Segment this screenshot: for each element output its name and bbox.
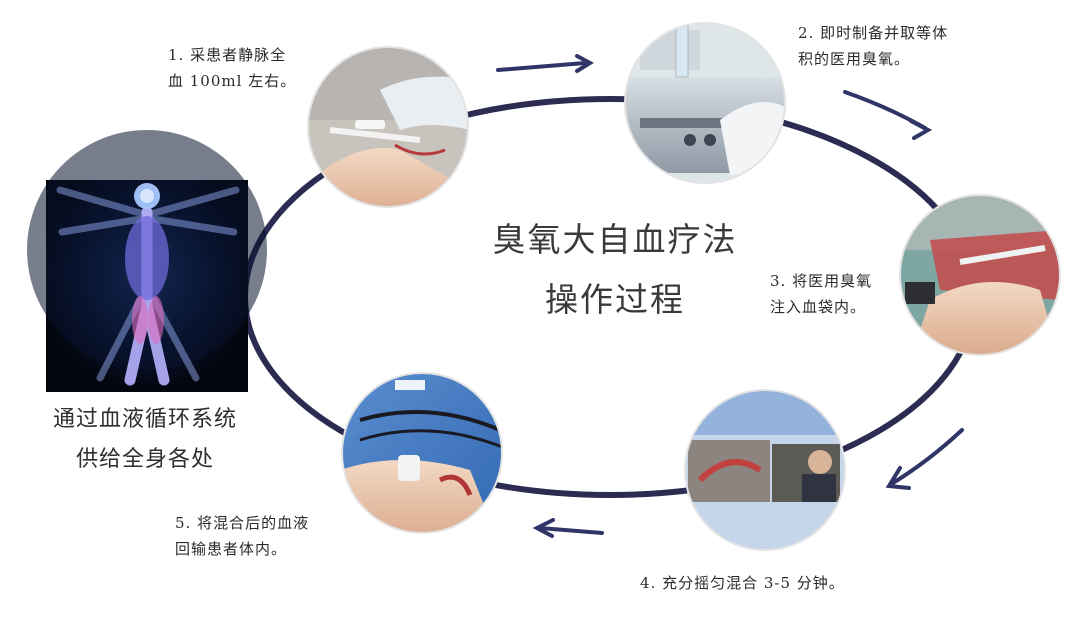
- step-2-label: 2. 即时制备并取等体 积的医用臭氧。: [798, 24, 949, 68]
- arrow-3-to-4-head: [885, 466, 911, 490]
- blood-draw-photo: [308, 47, 468, 207]
- arrow-4-to-5-head: [532, 518, 555, 538]
- step-1-label: 1. 采患者静脉全 血 100ml 左右。: [168, 46, 297, 90]
- step-1-ring: [307, 46, 469, 208]
- title-line-1: 臭氧大自血疗法: [492, 220, 738, 259]
- caption-line-1: 通过血液循环系统: [52, 407, 237, 432]
- arrow-1-to-2-head: [575, 54, 595, 73]
- circulation-caption: 通过血液循环系统 供给全身各处: [30, 400, 260, 480]
- arrow-1-to-2: [496, 61, 587, 72]
- step-3-label: 3. 将医用臭氧 注入血袋内。: [770, 272, 873, 316]
- ozone-injection-photo: [900, 195, 1060, 355]
- step-2-ring: [624, 22, 786, 184]
- step-3-ring: [899, 194, 1061, 356]
- diagram-title: 臭氧大自血疗法 操作过程: [465, 210, 765, 330]
- arrow-3-to-4: [891, 428, 964, 485]
- reinfusion-photo: [342, 373, 502, 533]
- step-4-ring: [684, 389, 846, 551]
- title-line-2: 操作过程: [545, 280, 685, 319]
- human-body-illustration: [27, 130, 267, 392]
- arrow-2-to-3-head: [909, 119, 933, 140]
- caption-line-2: 供给全身各处: [75, 447, 214, 472]
- step-5-label: 5. 将混合后的血液 回输患者体内。: [175, 514, 310, 558]
- step-5-ring: [341, 372, 503, 534]
- step-4-label: 4. 充分摇匀混合 3-5 分钟。: [640, 574, 845, 592]
- ozone-generator-photo: [625, 23, 785, 183]
- arrow-4-to-5: [538, 526, 604, 535]
